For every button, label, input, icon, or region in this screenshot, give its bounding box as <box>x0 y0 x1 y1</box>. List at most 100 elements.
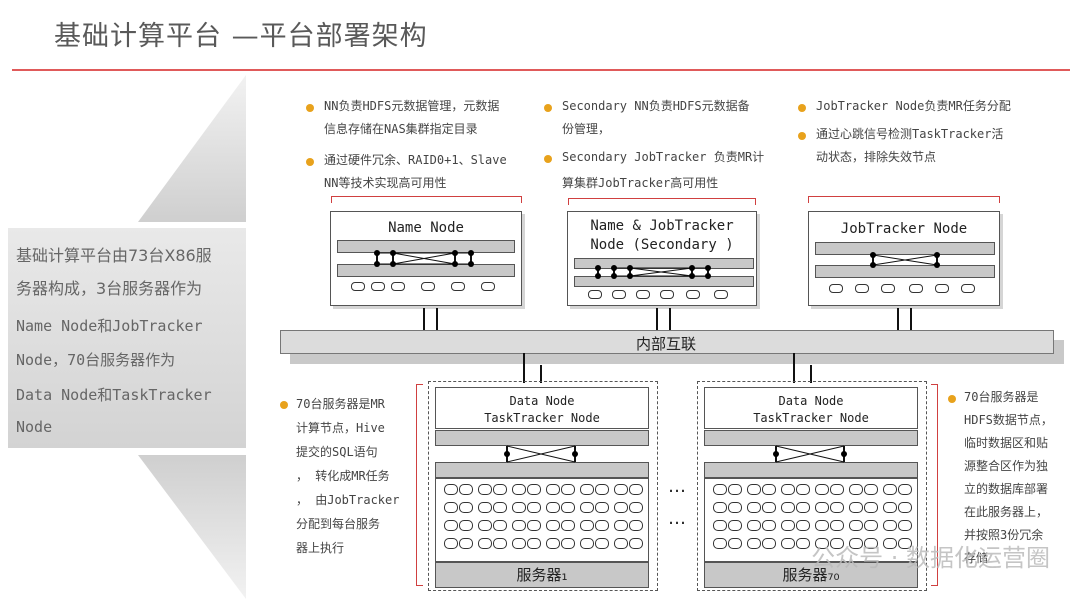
summary-line: Node，70台服务器作为 <box>16 351 176 369</box>
switch-links-icon <box>595 265 711 279</box>
disk-icon <box>713 520 727 531</box>
disk-icon <box>444 538 458 549</box>
title-divider <box>12 69 1070 71</box>
disk-icon <box>478 520 492 531</box>
disk-icon <box>444 502 458 513</box>
note-line: 计算节点，Hive <box>296 421 385 435</box>
watermark: 公众号 · 数据化运营圈 <box>811 544 1050 572</box>
summary-line: Node <box>16 418 53 436</box>
note-line: 动状态，排除失效节点 <box>816 150 937 164</box>
note-line: ， 由JobTracker <box>296 493 400 507</box>
server-label: 服务器₇₀ <box>704 562 918 588</box>
disk-icon <box>815 538 829 549</box>
note-line: 临时数据区和贴 <box>964 436 1049 450</box>
disk-icon <box>796 484 810 495</box>
note-line: Secondary NN负责HDFS元数据备 <box>562 99 750 113</box>
node-title: Name Node <box>388 220 464 236</box>
disk-icon <box>629 520 643 531</box>
link-line <box>656 308 658 330</box>
disk-icon <box>883 484 897 495</box>
disk-icon <box>864 484 878 495</box>
note-line: NN等技术实现高可用性 <box>324 176 447 190</box>
disk-icon <box>580 484 594 495</box>
disk-icon <box>391 282 405 291</box>
bracket <box>931 384 938 586</box>
disk-icon <box>762 502 776 513</box>
disk-icon <box>493 538 507 549</box>
disk-icon <box>546 520 560 531</box>
disk-icon <box>781 520 795 531</box>
disk-icon <box>629 538 643 549</box>
disk-icon <box>864 538 878 549</box>
summary-line: Name Node和JobTracker <box>16 317 203 335</box>
disk-icon <box>459 520 473 531</box>
disk-icon <box>796 520 810 531</box>
node-title: Node (Secondary ) <box>590 237 734 253</box>
node-title: Data Node <box>509 394 575 408</box>
disk-icon <box>762 484 776 495</box>
disk-icon <box>478 484 492 495</box>
bullet-dot <box>280 401 288 409</box>
disk-icon <box>459 502 473 513</box>
bus-label: 内部互联 <box>635 335 696 353</box>
disk-icon <box>561 502 575 513</box>
disk-icon <box>935 284 949 293</box>
switch-bar <box>435 430 649 446</box>
summary-line: 基础计算平台由73台X86服 <box>16 246 212 265</box>
disk-icon <box>512 484 526 495</box>
disk-icon <box>478 502 492 513</box>
disk-icon <box>614 538 628 549</box>
link-line <box>793 353 795 383</box>
switch-bar <box>815 242 995 255</box>
disk-icon <box>527 502 541 513</box>
data-node-header: Data Node TaskTracker Node <box>435 387 649 429</box>
summary-line: 务器构成，3台服务器作为 <box>16 279 203 298</box>
bullet-dot <box>798 132 806 140</box>
bullet-dot <box>306 104 314 112</box>
disk-icon <box>815 502 829 513</box>
disk-icon <box>478 538 492 549</box>
node-title: TaskTracker Node <box>753 411 869 425</box>
disk-icon <box>796 502 810 513</box>
disk-icon <box>614 484 628 495</box>
node-title: JobTracker Node <box>840 221 968 237</box>
note-line: 70台服务器是 <box>964 390 1039 404</box>
disk-icon <box>855 284 869 293</box>
bullet-dot <box>948 395 956 403</box>
link-line <box>436 308 438 330</box>
disk-icon <box>898 538 912 549</box>
bracket <box>331 196 522 203</box>
jobtracker-node-server: JobTracker Node <box>808 211 1000 306</box>
disk-grid <box>444 484 644 560</box>
disk-icon <box>829 284 843 293</box>
bullet-dot <box>544 155 552 163</box>
link-line <box>897 308 899 330</box>
link-line <box>910 308 912 330</box>
disk-grid <box>713 484 913 560</box>
disk-icon <box>849 520 863 531</box>
disk-icon <box>636 290 650 299</box>
disk-icon <box>815 484 829 495</box>
disk-icon <box>512 520 526 531</box>
disk-icon <box>713 484 727 495</box>
name-node-server: Name Node <box>330 211 522 306</box>
switch-links-icon <box>504 445 578 463</box>
server-label: 服务器₁ <box>435 562 649 588</box>
disk-icon <box>781 484 795 495</box>
link-line <box>540 365 542 383</box>
note-line: 份管理， <box>562 122 611 136</box>
disk-icon <box>961 284 975 293</box>
bullet-dot <box>306 158 314 166</box>
switch-bar <box>704 430 918 446</box>
node-title: Name & JobTracker <box>590 218 734 234</box>
bracket <box>568 198 756 205</box>
disk-icon <box>849 538 863 549</box>
switch-links-icon <box>773 445 847 463</box>
disk-icon <box>588 290 602 299</box>
note-line: NN负责HDFS元数据管理，元数据 <box>324 99 500 113</box>
disk-icon <box>762 538 776 549</box>
disk-icon <box>864 520 878 531</box>
disk-icon <box>546 484 560 495</box>
bracket <box>808 196 1000 203</box>
disk-icon <box>614 520 628 531</box>
